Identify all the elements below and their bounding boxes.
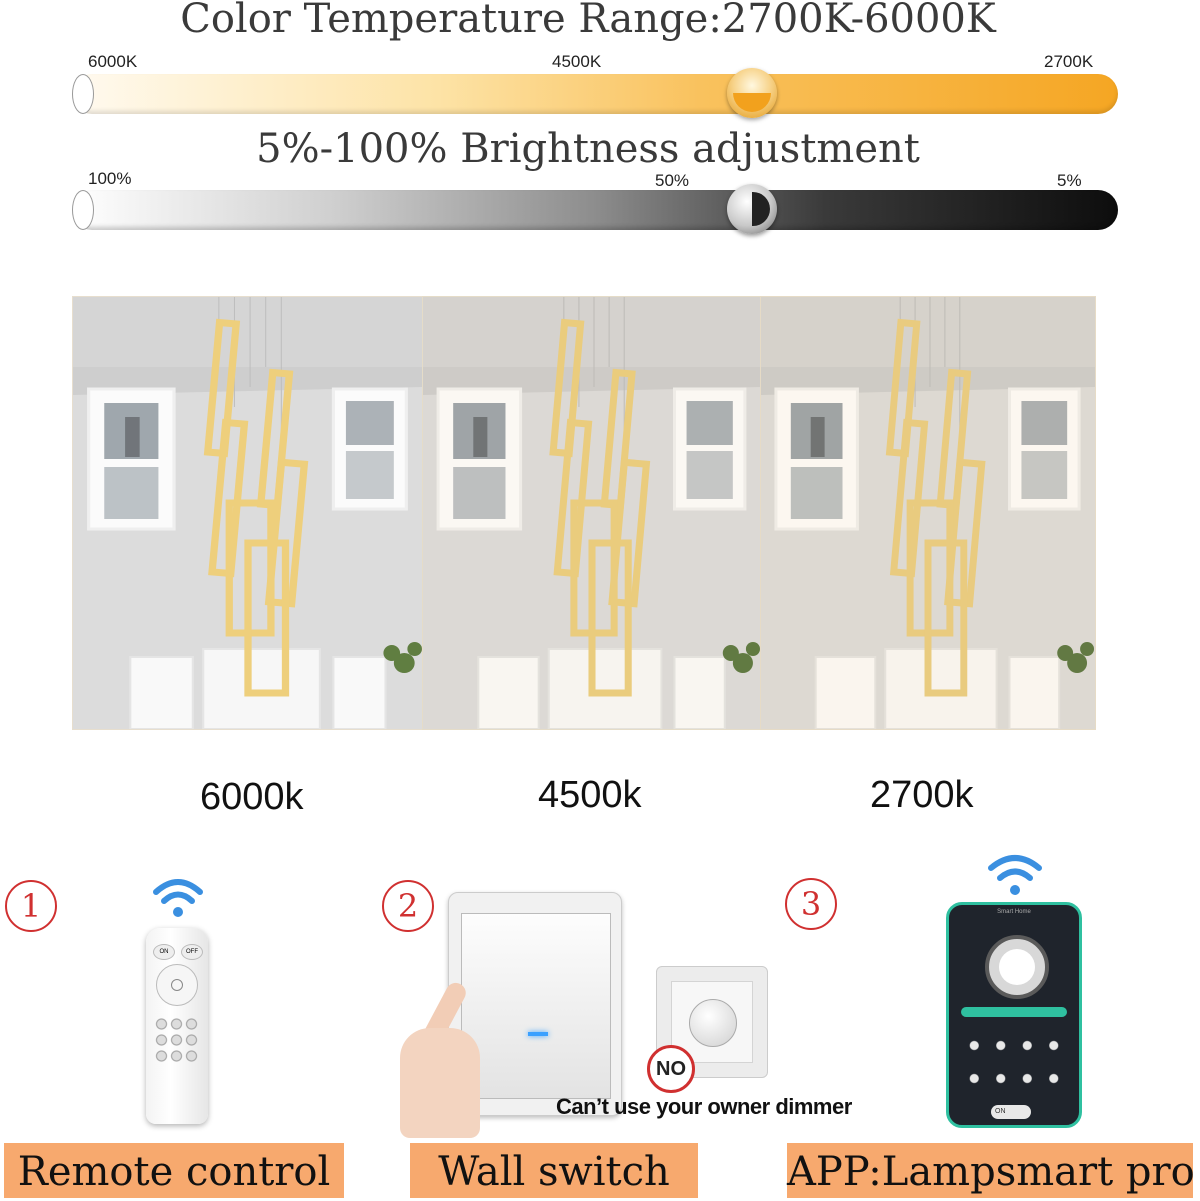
room-illustration bbox=[423, 297, 761, 729]
finger-hand bbox=[390, 979, 480, 1138]
remote-dial bbox=[156, 964, 198, 1006]
brightness-tick-50: 50% bbox=[655, 171, 690, 190]
color-temp-slider-knob[interactable] bbox=[726, 68, 777, 118]
control-number-1: 1 bbox=[5, 880, 57, 932]
brightness-slider-end-cap bbox=[72, 190, 94, 230]
app-button-grid bbox=[961, 1029, 1067, 1095]
color-temp-tick-6000: 6000K bbox=[88, 52, 138, 71]
dimmer-warning: Can’t use your owner dimmer bbox=[556, 1094, 852, 1119]
switch-indicator-light bbox=[528, 1032, 548, 1036]
app-on-toggle: ON bbox=[991, 1105, 1031, 1119]
wall-switch-rocker bbox=[461, 913, 611, 1099]
label-wall-switch: Wall switch bbox=[410, 1143, 698, 1198]
no-badge: NO bbox=[647, 1045, 695, 1093]
brightness-knob-half bbox=[751, 192, 770, 226]
photo-label-6000k: 6000k bbox=[200, 776, 304, 818]
label-app: APP:Lampsmart pro bbox=[787, 1143, 1195, 1198]
room-illustration bbox=[761, 297, 1095, 729]
dimmer-knob bbox=[689, 999, 737, 1047]
brightness-slider-knob[interactable] bbox=[726, 184, 777, 234]
control-number-2: 2 bbox=[382, 880, 434, 932]
room-photo-4500k bbox=[422, 296, 762, 730]
color-temp-tick-4500: 4500K bbox=[552, 52, 602, 71]
brightness-tick-5: 5% bbox=[1057, 171, 1082, 190]
wifi-icon bbox=[988, 855, 1042, 895]
room-illustration bbox=[73, 297, 423, 729]
color-temp-tick-2700: 2700K bbox=[1044, 52, 1094, 71]
brightness-title: 5%-100% Brightness adjustment bbox=[256, 126, 920, 172]
room-photo-2700k bbox=[760, 296, 1096, 730]
photo-label-2700k: 2700k bbox=[870, 774, 974, 816]
app-header: Smart Home bbox=[997, 909, 1031, 915]
color-temp-title: Color Temperature Range:2700K-6000K bbox=[180, 0, 996, 42]
remote-off-button: OFF bbox=[181, 944, 203, 960]
photo-label-4500k: 4500k bbox=[538, 774, 642, 816]
app-dial bbox=[985, 935, 1049, 999]
brightness-tick-100: 100% bbox=[88, 169, 132, 188]
app-brightness-bar bbox=[961, 1007, 1067, 1017]
remote-control: ON OFF bbox=[146, 928, 208, 1124]
label-remote-control: Remote control bbox=[4, 1143, 344, 1198]
brightness-slider-track[interactable] bbox=[72, 190, 1118, 230]
color-temp-slider-end-cap bbox=[72, 74, 94, 114]
remote-on-button: ON bbox=[153, 944, 175, 960]
remote-button-grid bbox=[154, 1016, 200, 1066]
phone-app-mockup: Smart Home ON bbox=[946, 902, 1082, 1128]
color-temp-knob-half bbox=[732, 93, 771, 112]
wifi-icon bbox=[153, 879, 203, 917]
control-number-3: 3 bbox=[785, 878, 837, 930]
color-temp-slider-track[interactable] bbox=[72, 74, 1118, 114]
room-photo-6000k bbox=[72, 296, 424, 730]
